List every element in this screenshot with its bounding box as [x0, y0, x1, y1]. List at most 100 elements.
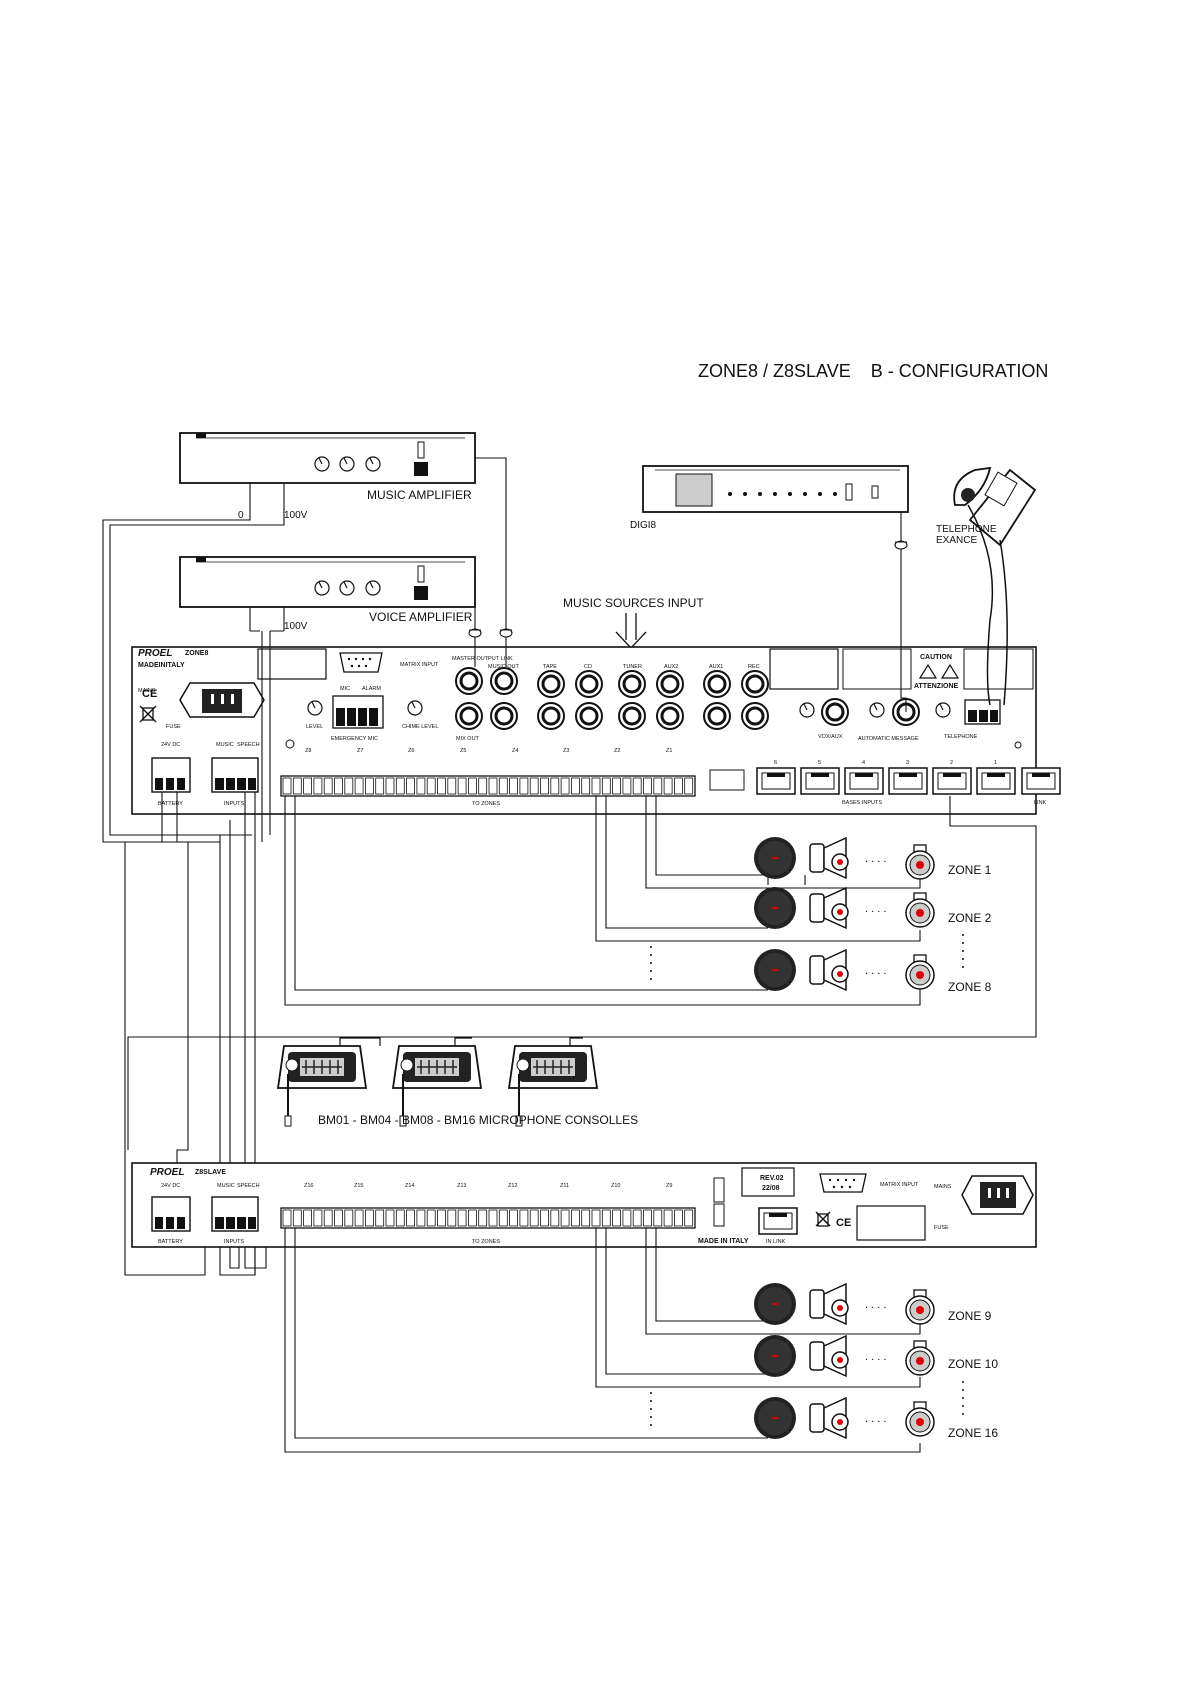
zone-1-speakers: . . . .	[754, 837, 935, 880]
screw-terminal	[622, 777, 632, 795]
screw-terminal	[643, 1209, 652, 1227]
zone-10-speakers: . . . .	[754, 1335, 935, 1377]
zone-label-z4: Z4	[512, 748, 518, 754]
screw-terminal	[467, 777, 477, 795]
screw-terminal	[354, 1209, 364, 1227]
bases-number-3: 3	[906, 760, 909, 766]
screw-terminal	[653, 1209, 663, 1227]
svg-text:. . . .: . . . .	[865, 853, 886, 865]
emergency-level-knob	[307, 700, 323, 716]
amp-knob	[314, 580, 330, 596]
screw-terminal	[674, 1209, 683, 1227]
screw-terminal	[406, 1209, 416, 1227]
zone-label-10: ZONE 10	[948, 1357, 998, 1371]
screw-terminal	[354, 777, 364, 795]
zone-9-speakers: . . . .	[754, 1283, 935, 1325]
screw-terminal	[612, 777, 621, 795]
rev-label-2: 22/08	[762, 1185, 780, 1192]
svg-text:. . . .: . . . .	[865, 965, 886, 977]
zone8-terminal-strip	[280, 775, 696, 797]
screw-terminal	[395, 1209, 405, 1227]
screw-terminal	[457, 1209, 467, 1227]
zone-label-z14: Z14	[405, 1183, 414, 1189]
ce-mark: CE	[142, 688, 157, 700]
bases-number-1: 1	[994, 760, 997, 766]
zone-label-9: ZONE 9	[948, 1309, 992, 1323]
screw-terminal	[292, 1209, 302, 1227]
mix-out-label: MIX OUT	[456, 736, 480, 742]
z8slave-weee-icon	[815, 1211, 831, 1227]
screw-terminal	[344, 1209, 354, 1227]
source-label-aux2: AUX2	[664, 664, 678, 670]
zone-label-2: ZONE 2	[948, 911, 992, 925]
z8slave-terminal-strip	[280, 1207, 696, 1229]
zone-label-z6: Z6	[408, 748, 414, 754]
bases-inputs-label: BASES INPUTS	[842, 800, 882, 806]
zone8-matrix-label: MATRIX INPUT	[400, 662, 439, 668]
voice-amp-100v-label: 100V	[284, 621, 308, 632]
music-amplifier-label: MUSIC AMPLIFIER	[367, 488, 472, 502]
z8slave-battery-label: BATTERY	[158, 1239, 183, 1245]
page-title: ZONE8 / Z8SLAVE B - CONFIGURATION	[698, 361, 1048, 381]
screw-terminal	[282, 1209, 292, 1227]
automatic-message-knob	[869, 702, 885, 718]
zone-label-z13: Z13	[457, 1183, 466, 1189]
screw-terminal	[488, 1209, 498, 1227]
z8slave-matrix-connector	[819, 1173, 867, 1193]
source-label-cd: CD	[584, 664, 592, 670]
svg-text:. . . .: . . . .	[865, 1299, 886, 1311]
matrix-input-connector	[339, 652, 383, 673]
screw-terminal	[292, 777, 302, 795]
screw-terminal	[313, 777, 323, 795]
screw-terminal	[540, 1209, 549, 1227]
screw-terminal	[447, 777, 457, 795]
screw-terminal	[632, 1209, 642, 1227]
rev-label-1: REV.02	[760, 1175, 784, 1182]
z8slave-inputs-label: INPUTS	[224, 1239, 245, 1245]
screw-terminal	[375, 777, 385, 795]
vox-aux-jack	[820, 697, 850, 727]
screw-terminal	[498, 1209, 508, 1227]
screw-terminal	[344, 777, 354, 795]
screw-terminal	[550, 1209, 560, 1227]
screw-terminal	[416, 1209, 426, 1227]
digi8-unit	[642, 465, 909, 513]
screw-terminal	[519, 777, 529, 795]
screw-terminal	[674, 777, 683, 795]
source-label-tape: TAPE	[543, 664, 557, 670]
master-output-jack	[454, 666, 484, 696]
zone-label-1: ZONE 1	[948, 863, 992, 877]
zone8-inputs-speech: SPEECH	[237, 742, 260, 748]
zone8-made-in: MADEINITALY	[138, 662, 185, 669]
screw-terminal	[591, 777, 601, 795]
screw-terminal	[663, 1209, 673, 1227]
zone-label-z12: Z12	[508, 1183, 517, 1189]
chime-level-label: CHIME LEVEL	[402, 724, 438, 730]
bases-number-2: 2	[950, 760, 953, 766]
screw-terminal	[447, 1209, 457, 1227]
music-out-jack	[489, 666, 519, 696]
screw-terminal	[581, 1209, 591, 1227]
screw-terminal	[498, 777, 508, 795]
screw-terminal	[303, 1209, 313, 1227]
consoles-label: BM01 - BM04 - BM08 - BM16 MICROPHONE CON…	[318, 1113, 638, 1127]
z8slave-fuse-label: FUSE	[934, 1225, 949, 1231]
z8slave-battery-spec: 24V DC	[161, 1183, 180, 1189]
screw-terminal	[334, 777, 343, 795]
z8slave-matrix-label: MATRIX INPUT	[880, 1182, 919, 1188]
screw-terminal	[684, 1209, 694, 1227]
z8slave-made-in: MADE IN ITALY	[698, 1238, 749, 1245]
screw-terminal	[406, 777, 416, 795]
bases-input-jacks	[756, 767, 1061, 795]
amp-knob	[339, 580, 355, 596]
source-label-tuner: TUNER	[623, 664, 642, 670]
telephone-label-1: TELEPHONE	[936, 524, 997, 535]
screw-terminal	[601, 777, 611, 795]
zone8-inputs-music: MUSIC	[216, 742, 234, 748]
z8slave-to-zones: TO ZONES	[472, 1239, 500, 1245]
automatic-message-label: AUTOMATIC MESSAGE	[858, 736, 919, 742]
screw-terminal	[426, 1209, 436, 1227]
zone-label-8: ZONE 8	[948, 980, 992, 994]
zone-label-z1: Z1	[666, 748, 672, 754]
zone-label-z8: Z8	[305, 748, 311, 754]
